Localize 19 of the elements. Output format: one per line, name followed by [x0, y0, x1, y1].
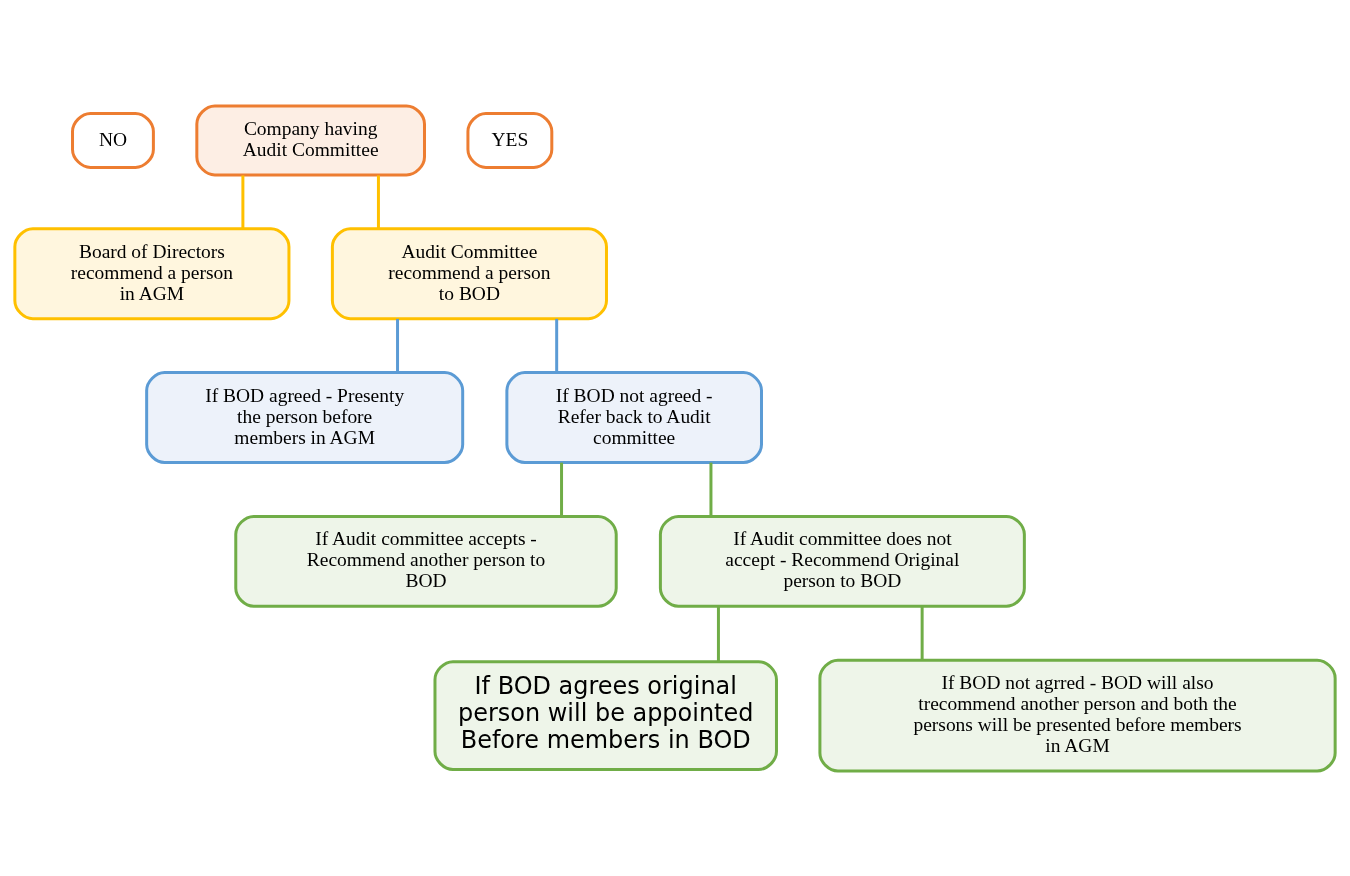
- node-box: Audit Committee recommend a person to BOD: [330, 226, 608, 320]
- connector: [396, 318, 400, 373]
- connector: [555, 318, 559, 373]
- node-box: If Audit committee accepts - Recommend another person to BOD: [234, 514, 618, 608]
- node-box: If BOD agrees original person will be appointed Before members in BOD: [433, 659, 778, 771]
- connector: [716, 605, 720, 661]
- connector: [241, 174, 245, 228]
- connector: [920, 605, 924, 660]
- node-box: If Audit committee does not accept - Recommend Original person to BOD: [658, 514, 1026, 608]
- connector: [709, 462, 713, 516]
- node-box: Board of Directors recommend a person in AGM: [13, 226, 291, 320]
- node-box: If BOD not agrred - BOD will also trecommend another person and both the persons will be presented before members in AGM: [818, 658, 1337, 772]
- node-box: If BOD agreed - Presenty the person before members in AGM: [145, 370, 465, 464]
- node-box: Company having Audit Committee: [195, 104, 426, 176]
- connector: [376, 174, 380, 228]
- connector: [560, 462, 564, 516]
- node-box: YES: [466, 111, 554, 169]
- node-box: NO: [71, 111, 155, 169]
- node-box: If BOD not agreed - Refer back to Audit committee: [505, 370, 763, 464]
